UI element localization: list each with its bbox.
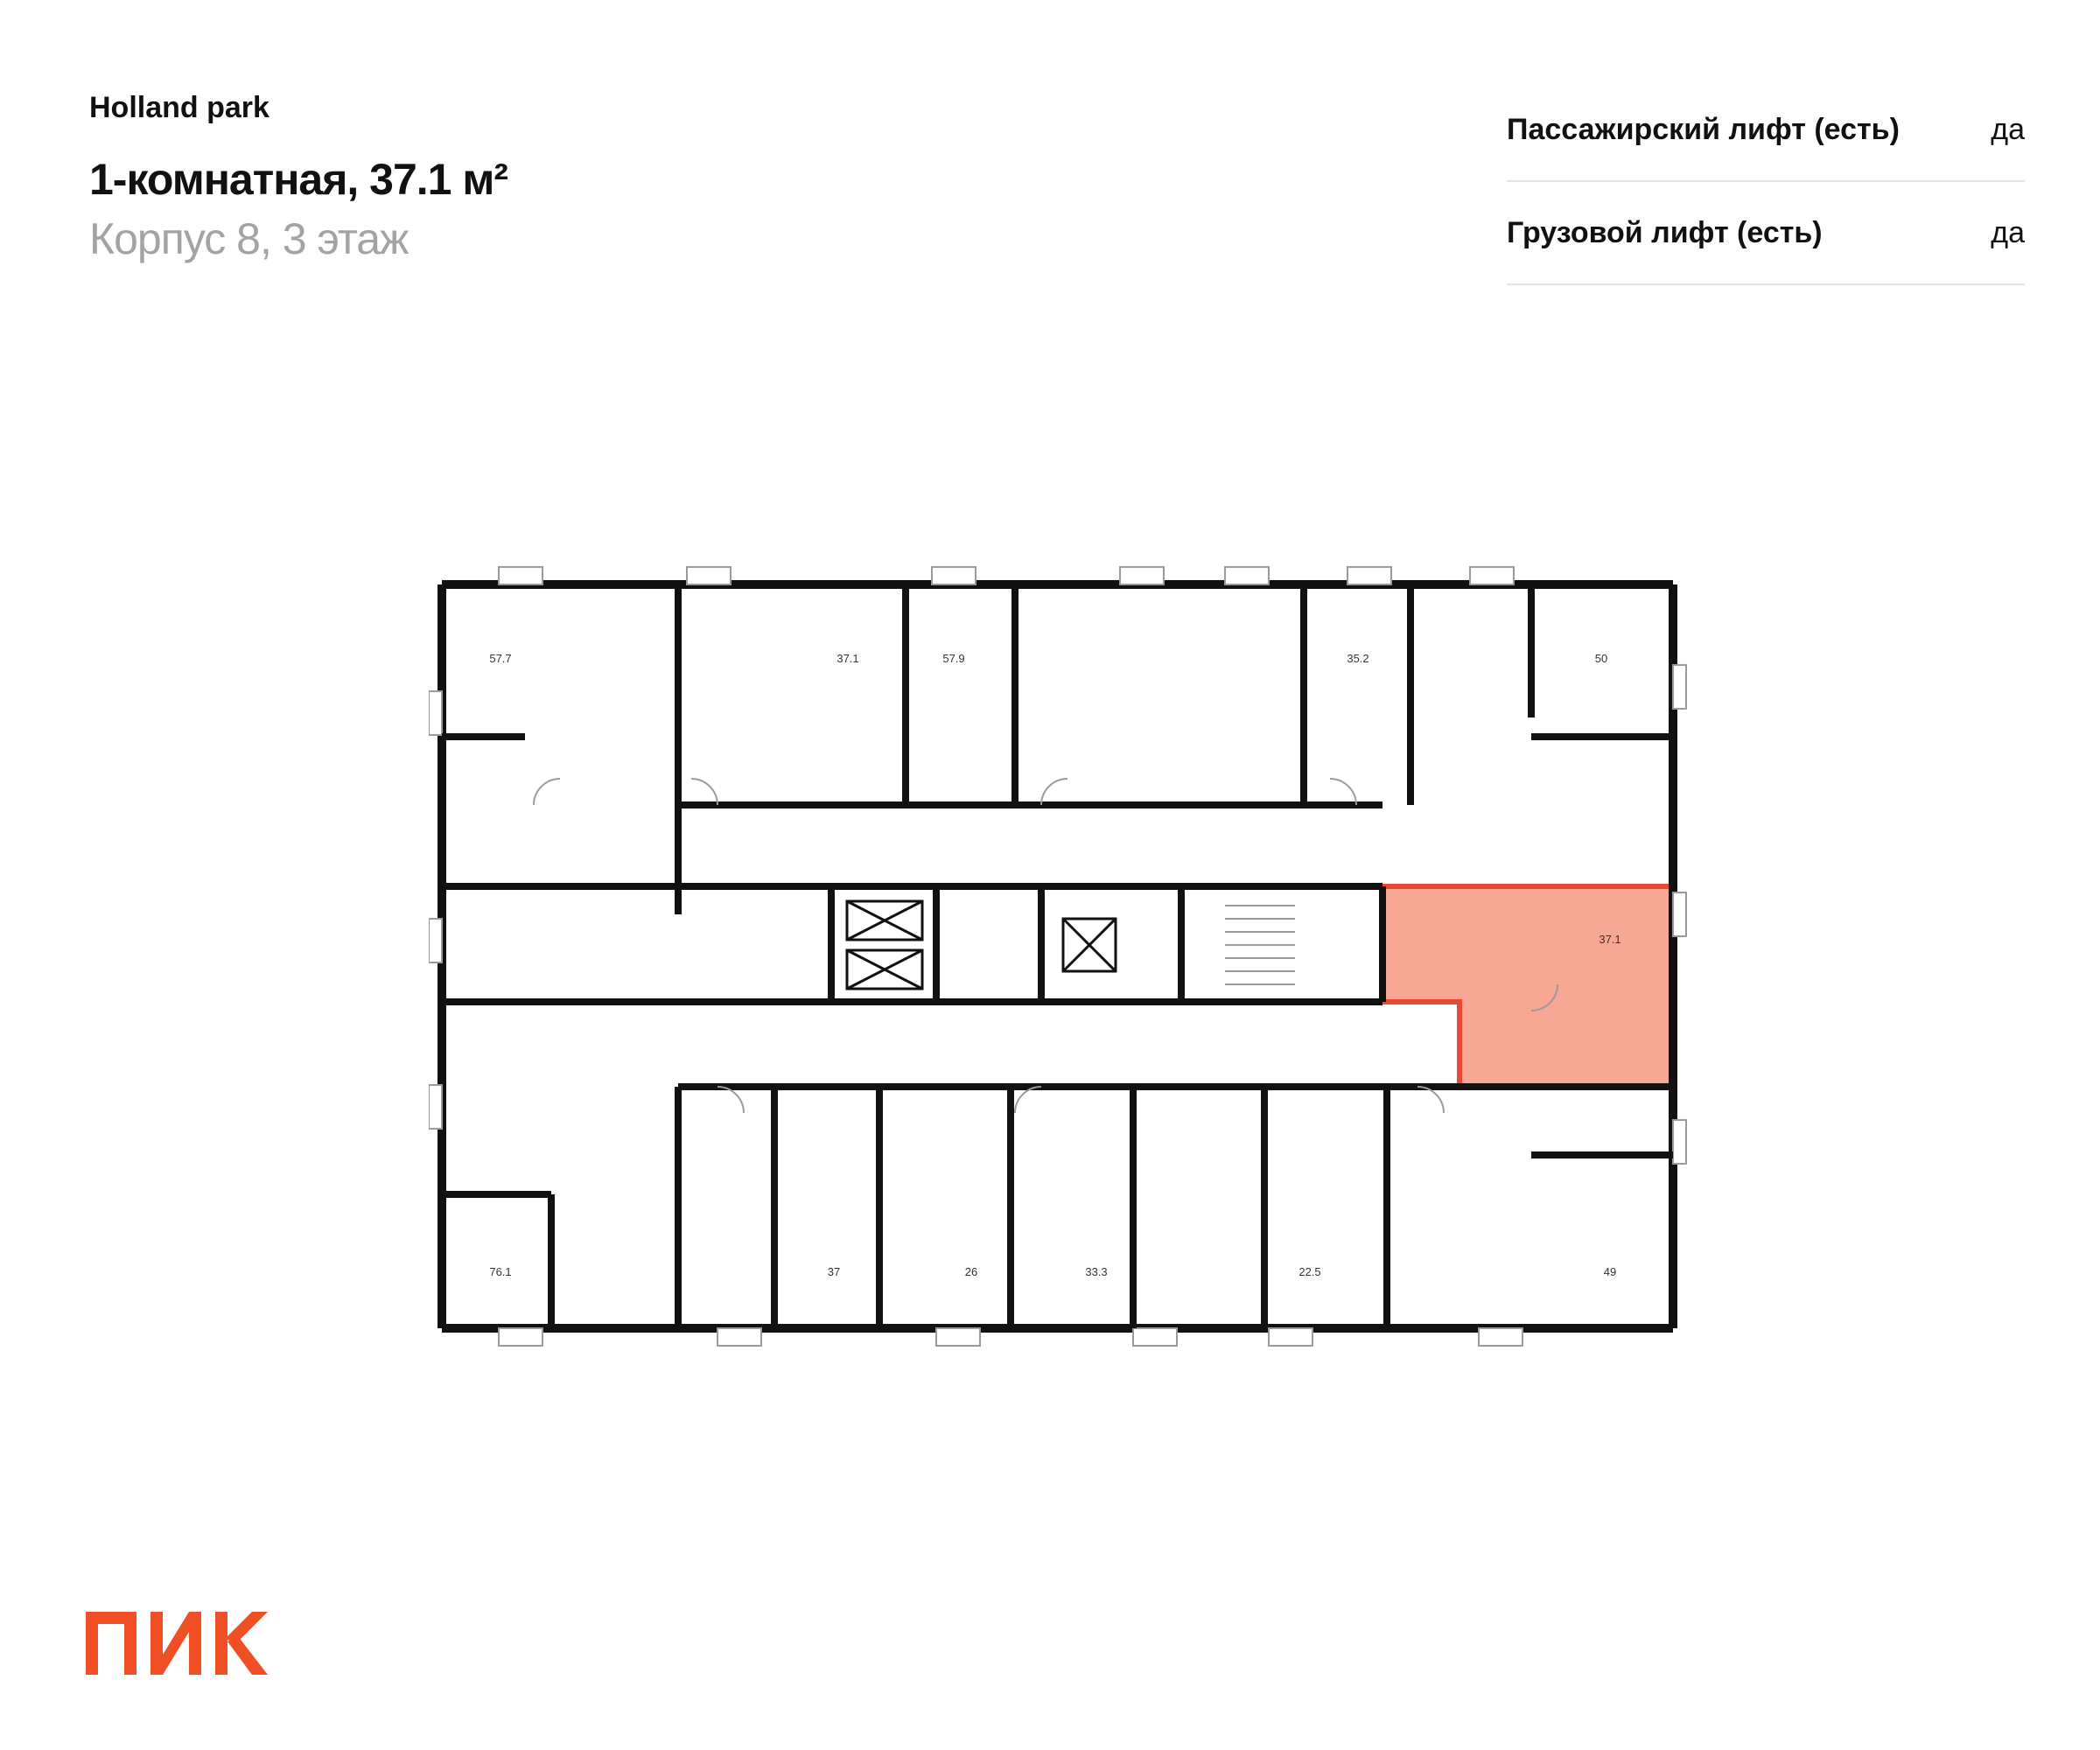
elevator-2 xyxy=(845,948,924,990)
area-label[interactable]: 37.1 xyxy=(1599,933,1620,946)
feature-label: Грузовой лифт (есть) xyxy=(1507,215,1823,249)
feature-label: Пассажирский лифт (есть) xyxy=(1507,112,1900,146)
area-label: 76.1 xyxy=(489,1265,511,1278)
area-label: 33.3 xyxy=(1085,1265,1107,1278)
area-label: 37.1 xyxy=(836,652,858,665)
core-shafts xyxy=(845,900,1295,990)
area-label: 57.9 xyxy=(942,652,964,665)
feature-value: да xyxy=(1991,215,2025,249)
elevator-3 xyxy=(1061,917,1117,973)
building-floor-subtitle: Корпус 8, 3 этаж xyxy=(89,214,409,263)
feature-row-freight-lift: Грузовой лифт (есть) да xyxy=(1507,182,2025,285)
features-list: Пассажирский лифт (есть) да Грузовой лиф… xyxy=(1507,79,2025,285)
elevator-1 xyxy=(845,900,924,942)
apartment-area-labels: 57.7 37.1 57.9 35.2 50 37.1 76.1 37 26 3… xyxy=(489,652,1620,1278)
area-label: 26 xyxy=(965,1265,977,1278)
door-swings xyxy=(533,778,1558,1114)
area-label: 22.5 xyxy=(1298,1265,1320,1278)
pik-logo xyxy=(86,1612,268,1675)
floor-plan: 57.7 37.1 57.9 35.2 50 37.1 76.1 37 26 3… xyxy=(429,566,1687,1347)
windows xyxy=(429,566,1687,1347)
area-label: 50 xyxy=(1595,652,1607,665)
area-label: 49 xyxy=(1604,1265,1616,1278)
area-label: 35.2 xyxy=(1347,652,1368,665)
feature-value: да xyxy=(1991,112,2025,146)
staircase xyxy=(1225,905,1295,985)
area-label: 37 xyxy=(828,1265,840,1278)
highlighted-apartment[interactable] xyxy=(1380,884,1676,1089)
interior-walls xyxy=(442,584,1673,1328)
feature-row-passenger-lift: Пассажирский лифт (есть) да xyxy=(1507,79,2025,182)
area-label: 57.7 xyxy=(489,652,511,665)
apartment-title: 1-комнатная, 37.1 м² xyxy=(89,155,508,204)
project-name: Holland park xyxy=(89,91,270,124)
